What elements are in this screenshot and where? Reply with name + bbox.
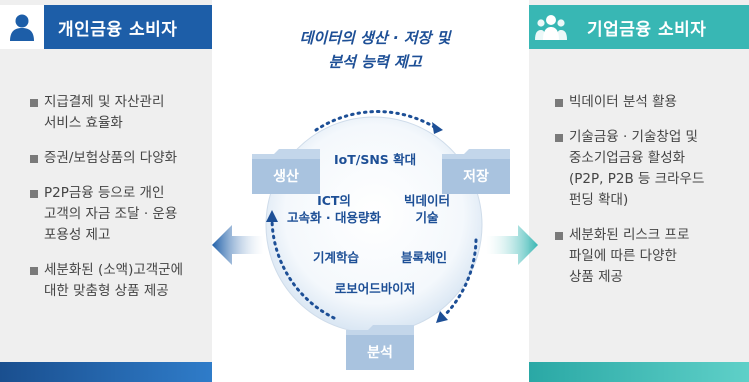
benefit-item: 증권/보험상품의 다양화 <box>30 148 204 169</box>
benefit-item-line: (P2P, P2B 등 크라우드 <box>569 171 705 187</box>
top-arrowhead-icon <box>432 122 443 134</box>
bullet-square-icon <box>30 99 38 107</box>
group-icon <box>529 5 573 49</box>
benefit-item-line: 상품 제공 <box>569 269 623 285</box>
person-icon <box>0 5 44 49</box>
folder-icon <box>346 325 414 370</box>
tech-machine-learning: 기계학습 <box>312 250 359 265</box>
benefit-item-line: 대한 맞춤형 상품 제공 <box>44 283 169 299</box>
bullet-square-icon <box>30 155 38 163</box>
individual-consumer-header: 개인금융 소비자 <box>0 5 212 49</box>
analyze-label: 분석 <box>367 345 393 361</box>
individual-consumer-title: 개인금융 소비자 <box>58 19 178 40</box>
produce-folder: 생산 <box>250 146 322 196</box>
benefit-item-line: 포용성 제고 <box>44 227 111 243</box>
benefit-item-line: 빅데이터 분석 활용 <box>569 94 677 110</box>
tech-blockchain: 블록체인 <box>400 250 447 265</box>
folder-icon <box>442 149 510 194</box>
tech-bigdata: 빅데이터 기술 <box>392 192 462 226</box>
right-arrowhead-icon <box>436 311 448 323</box>
left-arrow-icon <box>212 225 264 265</box>
left-arrowhead-icon <box>266 210 278 222</box>
benefit-item-line: 중소기업금융 활성화 <box>569 150 686 166</box>
bullet-square-icon <box>30 267 38 275</box>
tech-bigdata-line-2: 기술 <box>415 210 439 225</box>
tech-robo-advisor: 로보어드바이저 <box>334 281 416 296</box>
benefit-item-line: 고객의 자금 조달 · 운용 <box>44 206 178 222</box>
tech-ict: ICT의 고속화 · 대용량화 <box>284 192 384 226</box>
benefit-item-line: P2P금융 등으로 개인 <box>44 185 165 201</box>
right-bottom-bar <box>529 362 749 382</box>
store-label: 저장 <box>463 169 489 185</box>
benefit-item-line: 세분화된 (소액)고객군에 <box>44 262 184 278</box>
right-arrow-icon <box>486 225 538 265</box>
bullet-square-icon <box>555 232 563 240</box>
benefit-item-line: 펀딩 확대) <box>569 192 629 208</box>
benefit-item-line: 기술금융 · 기술창업 및 <box>569 129 698 145</box>
benefit-item: 빅데이터 분석 활용 <box>555 92 741 113</box>
store-folder: 저장 <box>440 146 512 196</box>
bullet-square-icon <box>30 190 38 198</box>
folder-icon <box>252 149 320 194</box>
top-dotted-arrow <box>314 110 438 132</box>
center-title: 데이터의 생산 · 저장 및 분석 능력 제고 <box>250 26 500 74</box>
produce-label: 생산 <box>273 169 299 185</box>
corporate-consumer-title: 기업금융 소비자 <box>587 19 707 40</box>
left-bottom-bar <box>0 362 212 382</box>
benefit-item-line: 증권/보험상품의 다양화 <box>44 150 178 166</box>
benefit-item-line: 지급결제 및 자산관리 <box>44 94 165 110</box>
benefit-item-line: 서비스 효율화 <box>44 115 123 131</box>
corporate-consumer-header: 기업금융 소비자 <box>529 5 749 49</box>
right-dotted-arrow <box>442 238 478 318</box>
center-title-line-1: 데이터의 생산 · 저장 및 <box>299 29 451 47</box>
analyze-folder: 분석 <box>344 322 416 372</box>
bullet-square-icon <box>555 134 563 142</box>
tech-bigdata-line-1: 빅데이터 <box>403 193 450 208</box>
left-dotted-arrow <box>270 216 336 320</box>
benefit-item-line: 파일에 따른 다양한 <box>569 248 677 264</box>
tech-ict-line-1: ICT의 <box>317 193 351 208</box>
tech-ict-line-2: 고속화 · 대용량화 <box>287 210 381 225</box>
benefit-item-line: 세분화된 리스크 프로 <box>569 227 690 243</box>
bullet-square-icon <box>555 99 563 107</box>
center-title-line-2: 분석 능력 제고 <box>328 53 422 71</box>
tech-iot-sns: IoT/SNS 확대 <box>334 152 417 167</box>
